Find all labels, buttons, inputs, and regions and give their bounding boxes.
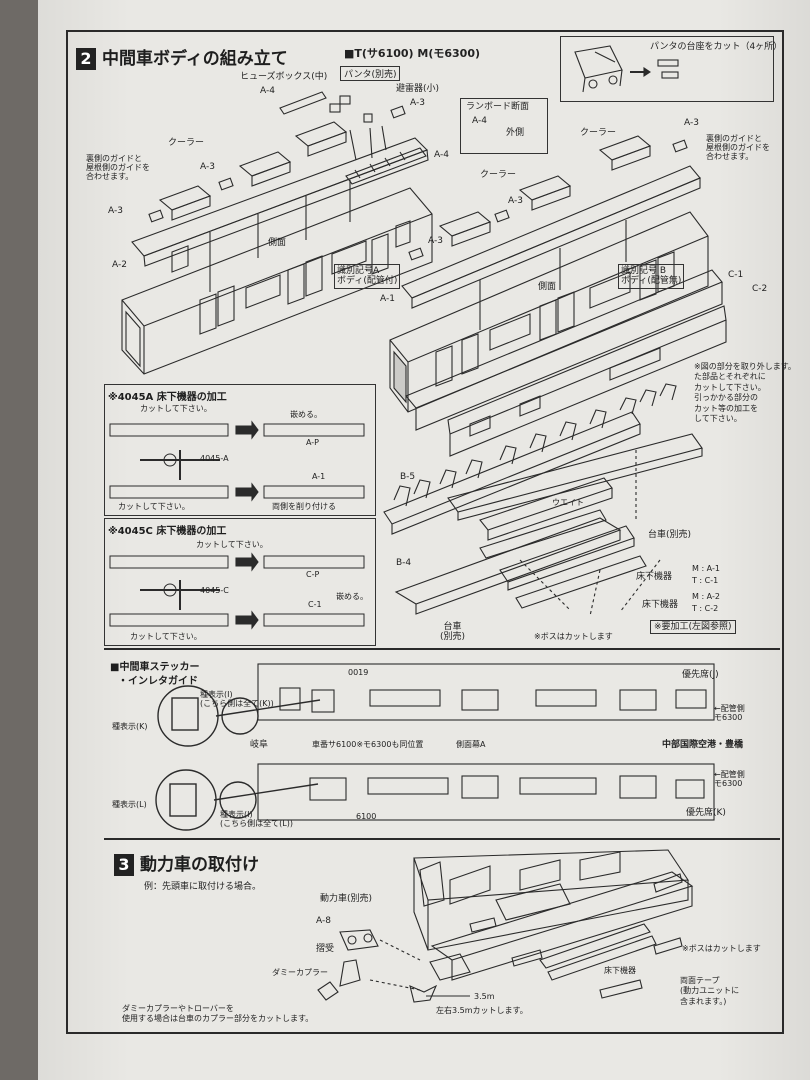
label-fuse-box: ヒューズボックス(中) <box>240 72 328 82</box>
label-motor: 動力車(別売) <box>320 894 373 904</box>
sticker-dest-r: 優先席(J) <box>682 670 719 680</box>
page-frame <box>66 30 784 1034</box>
section3-number: 3 <box>114 854 134 876</box>
sticker-pipe-side-1: ←配管側 モ6300 <box>714 704 745 723</box>
panel-4045a-cut: カットして下さい。 <box>140 404 212 413</box>
panel-4045c-fit: 嵌める。 <box>336 592 368 601</box>
label-cut-35: 3.5m <box>474 992 495 1001</box>
divider-sticker <box>104 648 780 650</box>
label-proc: ※要加工(左図参照) <box>650 620 736 635</box>
sticker-dest-right: 中部国際空港・豊橋 <box>662 740 744 750</box>
panel-4045a-ap: A-P <box>306 438 320 447</box>
right-guide-note: 裏側のガイドと 屋根側のガイドを 合わせます。 <box>706 134 770 162</box>
label-cooler-left: クーラー <box>168 138 205 148</box>
label-panta: パンタ(別売) <box>340 66 401 81</box>
label-under-t1: T : C-1 <box>692 576 719 585</box>
panel-4045c-cut-bottom: カットして下さい。 <box>130 632 202 641</box>
label-side-left: 側面 <box>268 238 287 248</box>
label-id-b: 識別記号 B ボディ(配管無) <box>618 264 685 289</box>
label-c2: C-2 <box>752 284 768 294</box>
label-a2: A-2 <box>112 260 127 270</box>
instruction-sheet <box>38 0 810 1080</box>
sticker-disp-note-1: 種表示(I) (こちら側は全て(K)) <box>200 690 274 709</box>
section2-number: 2 <box>76 48 96 70</box>
panel-4045a <box>104 384 376 516</box>
divider-section3 <box>104 838 780 840</box>
panel-4045a-fit: 嵌める。 <box>290 410 322 419</box>
label-cooler-right: クーラー <box>580 128 617 138</box>
sticker-title-2: ・インレタガイド <box>118 676 198 687</box>
sticker-priority: 優先席(K) <box>686 808 726 818</box>
label-b4: B-4 <box>396 558 412 568</box>
sticker-num-bottom: 6100 <box>356 812 377 821</box>
label-b5: B-5 <box>400 472 416 482</box>
sticker-series: 車番サ6100※モ6300も同位置 <box>312 740 424 749</box>
label-bogie-top: 台車(別売) <box>648 530 692 540</box>
label-a4-right: A-4 <box>472 116 487 126</box>
sticker-disp-left-2: 種表示(L) <box>112 800 147 809</box>
label-a3-br: A-3 <box>428 236 443 246</box>
panel-4045a-a1: A-1 <box>312 472 326 481</box>
label-a8: A-8 <box>316 916 331 926</box>
sticker-pipe-side-2: ←配管側 モ6300 <box>714 770 745 789</box>
panta-inset-note: パンタの台座をカット（4ヶ所） <box>650 42 783 52</box>
panel-4045c-title: ※4045C 床下機器の加工 <box>108 526 227 537</box>
label-under-t2: T : C-2 <box>692 604 719 613</box>
label-under2: 床下機器 <box>642 600 679 610</box>
panel-4045c-c1: C-1 <box>308 600 322 609</box>
label-a1: A-1 <box>380 294 395 304</box>
sticker-side-a: 側面幕A <box>456 740 486 749</box>
label-a3-left: A-3 <box>200 162 215 172</box>
label-cooler-mid: クーラー <box>480 170 517 180</box>
section3-example: 例：先頭車に取付ける場合。 <box>144 882 262 892</box>
panel-4045c-code: 4045-C <box>200 586 229 595</box>
section3-tape: 両面テープ (動力ユニットに 含まれます。) <box>680 976 740 1006</box>
label-a4-mid: A-4 <box>434 150 449 160</box>
label-lightning: 避雷器(小) <box>396 84 440 94</box>
label-boss: ※ボスはカットします <box>534 632 613 641</box>
panel-4045a-code: 4045-A <box>200 454 229 463</box>
panta-inset-box <box>560 36 774 102</box>
panel-4045a-title: ※4045A 床下機器の加工 <box>108 392 227 403</box>
label-c1: C-1 <box>728 270 744 280</box>
label-bogie-bottom: 台車 (別売) <box>440 622 466 643</box>
section2-models: ■T(サ6100) M(モ6300) <box>344 47 481 60</box>
paper-shading <box>38 0 810 1080</box>
sticker-dest-kanji: 岐阜 <box>250 740 269 750</box>
label-side-right: 側面 <box>538 282 557 292</box>
panel-4045c-cp: C-P <box>306 570 320 579</box>
section3-boss: ※ボスはカットします <box>682 944 761 953</box>
label-weight: ウエイト <box>552 498 584 507</box>
runboard-box <box>460 98 548 154</box>
sticker-disp-note-2: 種表示(I) (こちら側は全て(L)) <box>220 810 293 829</box>
label-outside: 外側 <box>506 128 525 138</box>
label-a3-far-left: A-3 <box>108 206 123 216</box>
left-guide-note: 裏側のガイドと 屋根側のガイドを 合わせます。 <box>86 154 150 182</box>
label-dummy: ダミーカプラー <box>272 968 328 977</box>
label-shoe: 摺受 <box>316 944 335 954</box>
label-under-m2: M : A-2 <box>692 592 720 601</box>
panel-4045c <box>104 518 376 646</box>
label-id-a: 識別記号A ボディ(配管付) <box>334 264 401 289</box>
label-a3-mid: A-3 <box>508 196 523 206</box>
section3-bottom-note: ダミーカプラーやトローバーを 使用する場合は台車のカプラー部分をカットします。 <box>122 1004 314 1024</box>
label-runboard: ランボード断面 <box>466 102 530 112</box>
label-cut-note: 左右3.5mカットします。 <box>436 1006 528 1015</box>
label-under1: 床下機器 <box>636 572 673 582</box>
sticker-disp-left-1: 種表示(K) <box>112 722 148 731</box>
label-a3-top: A-3 <box>410 98 425 108</box>
label-a3-right: A-3 <box>684 118 699 128</box>
cut-note: ※図の部分を取り外します。 た部品とそれぞれに カットして下さい。 引っかかる部… <box>694 362 796 423</box>
sticker-num-top: 0019 <box>348 668 369 677</box>
section3-under: 床下機器 <box>604 966 636 975</box>
label-a4-top: A-4 <box>260 86 275 96</box>
panel-4045a-note: 両側を削り付ける <box>272 502 336 511</box>
panel-4045a-cut-bottom: カットして下さい。 <box>118 502 190 511</box>
sticker-title-1: ■中間車ステッカー <box>110 662 200 673</box>
panel-4045c-cut: カットして下さい。 <box>196 540 268 549</box>
label-under-m1: M : A-1 <box>692 564 720 573</box>
